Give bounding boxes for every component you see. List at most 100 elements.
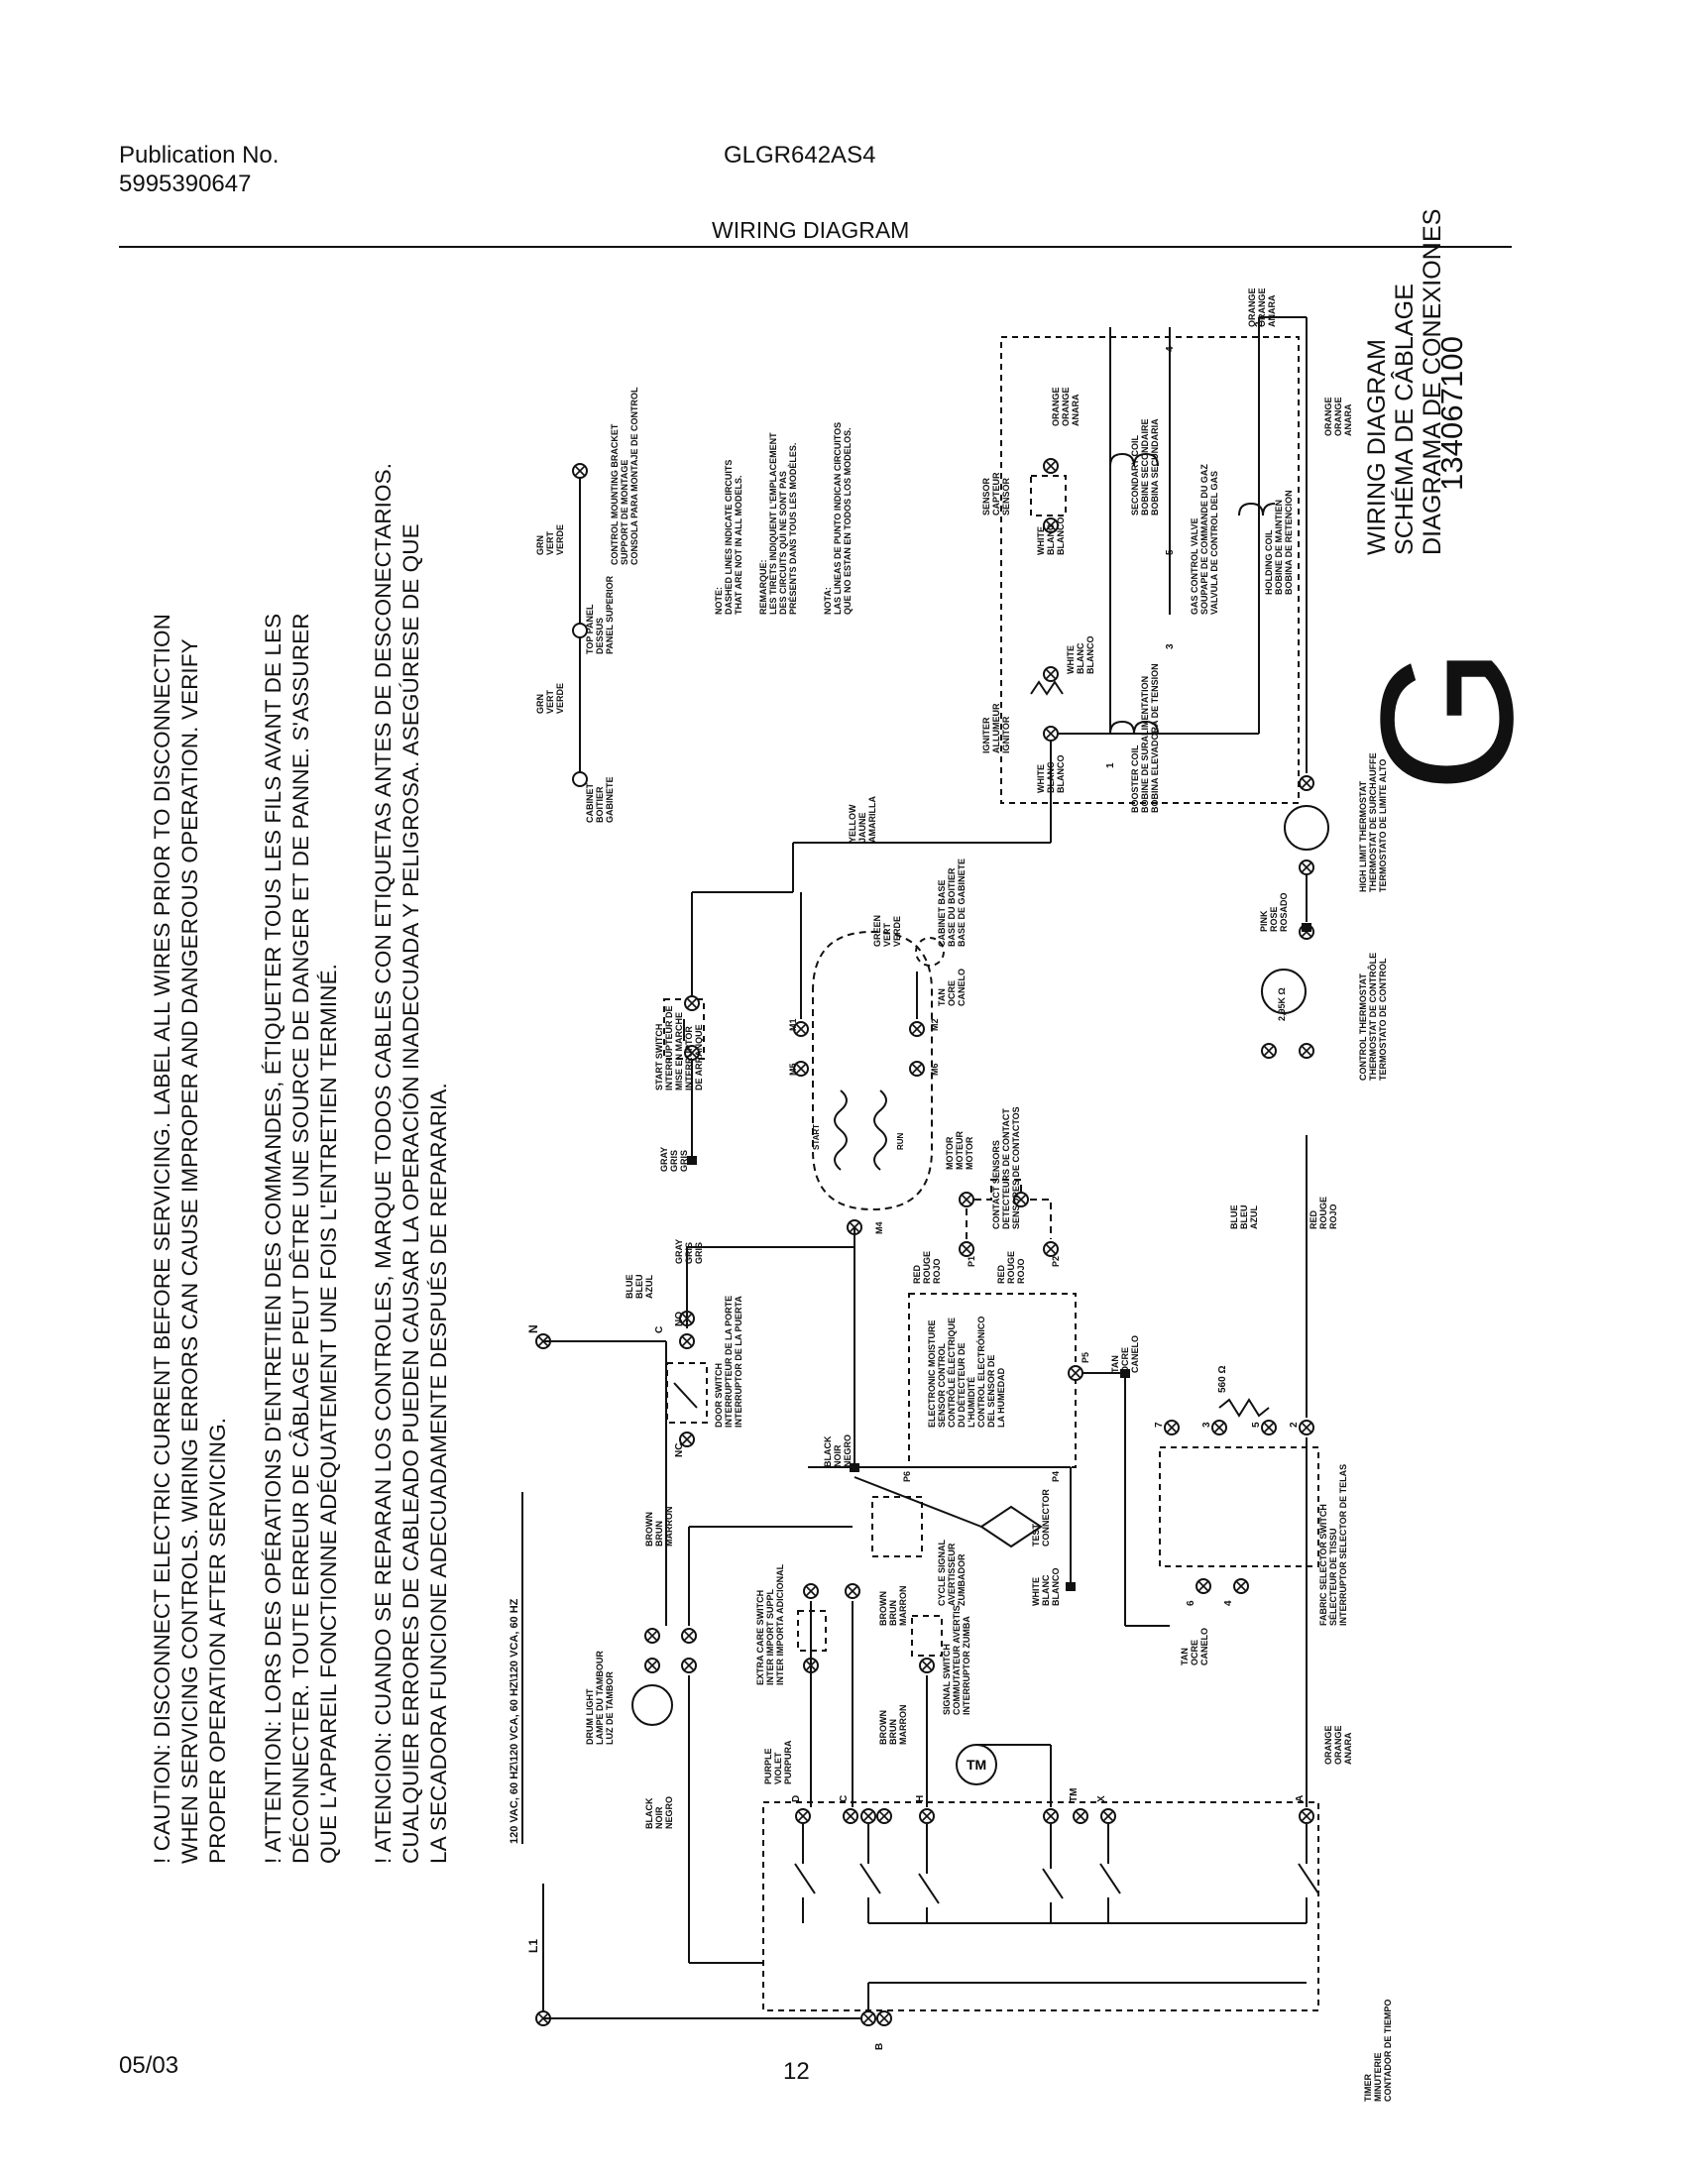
wire-white-sensor-line: BLANC bbox=[1041, 1574, 1051, 1607]
door-pin-nc-line: NC bbox=[674, 1442, 685, 1457]
fabric-pin-7: 7 bbox=[1154, 1422, 1165, 1428]
sensor-pin-p2: P2 bbox=[1051, 1256, 1061, 1267]
note-spanish-line: NOTA: bbox=[823, 587, 833, 615]
note-english-line: NOTE: bbox=[714, 587, 724, 615]
wire-red-p1-line: RED bbox=[912, 1264, 922, 1284]
wire-purple-line: PURPURA bbox=[783, 1740, 793, 1784]
fabric-selector-box bbox=[1159, 1446, 1319, 1567]
door-switch-box bbox=[666, 1362, 708, 1424]
wire-gray-door-line: GRIS bbox=[694, 1241, 704, 1264]
start-switch-label-line: DE ARRANQUE bbox=[694, 1024, 704, 1090]
start-switch-label-line: INTERRUPTOR bbox=[684, 1026, 694, 1090]
wire-red-p2-line: RED bbox=[996, 1264, 1006, 1284]
sensor-pin-p6: P6 bbox=[902, 1471, 912, 1482]
fabric-pin-2-line: 2 bbox=[1289, 1422, 1300, 1428]
wire-black-bus-line: BLACK bbox=[823, 1435, 833, 1468]
wire-tan-fabric-line: OCRE bbox=[1190, 1639, 1199, 1665]
holding-coil bbox=[1238, 502, 1276, 516]
label-l1: L1 bbox=[526, 1938, 540, 1953]
fabric-selector-label-line: SÉLECTEUR DE TISSU bbox=[1328, 1528, 1338, 1626]
caution-french-line: ! ATTENTION: LORS DES OPÉRATIONS D'ENTRE… bbox=[261, 613, 285, 1864]
top-panel-label-line: PANEL SUPERIOR bbox=[605, 575, 615, 654]
diagram-title-line: WIRING DIAGRAM bbox=[1363, 338, 1391, 555]
motor-run-winding bbox=[873, 1089, 887, 1171]
signal-switch-label-line: COMMUTATEUR AVERTIS bbox=[952, 1605, 962, 1715]
fabric-terminal-4-cross-b bbox=[1235, 1580, 1247, 1592]
door-switch-label-line: INTERRUPTOR DE LA PUERTA bbox=[734, 1296, 743, 1428]
plug-pink bbox=[1302, 923, 1311, 932]
wire-white-igniter-line: WHITE bbox=[1036, 764, 1046, 793]
sensor-terminal-p1-cross-b bbox=[961, 1243, 972, 1255]
wire-gray-start-line: GRIS bbox=[669, 1149, 679, 1172]
start-switch-top-cross-b bbox=[686, 997, 698, 1009]
fabric-terminal-5-cross-b bbox=[1263, 1422, 1275, 1433]
wire-brown-drum-line: BRUN bbox=[654, 1521, 664, 1547]
wire-black-timer-line: BLACK bbox=[644, 1797, 654, 1830]
contact-sensors-label-line: DETECTEURS DE CONTACT bbox=[1001, 1108, 1011, 1229]
wire-white-sensor-2-line: WHITE bbox=[1036, 526, 1046, 555]
wire-tan-motor-line: TAN bbox=[937, 988, 947, 1006]
cycle-signal-label-line: AVERTISSEUR bbox=[947, 1543, 957, 1606]
timer-pin-label-tm-line: TM bbox=[1069, 1787, 1080, 1802]
wire-orange-timer-line: ORANGE bbox=[1333, 1725, 1343, 1765]
supply-voltage-line: 120 VAC, 60 HZ\120 VCA, 60 HZ\120 VCA, 6… bbox=[509, 1598, 520, 1844]
wire-grn-panel-line: GRN bbox=[535, 535, 545, 555]
wire-tan-fabric-line: CANELO bbox=[1199, 1628, 1209, 1665]
page-number: 12 bbox=[783, 2058, 810, 2085]
wire-tan-p5-line: TAN bbox=[1110, 1355, 1120, 1373]
wire-gray-door-line: GRIS bbox=[684, 1241, 694, 1264]
control-bracket-label-line: SUPPORT DE MONTAGE bbox=[620, 459, 629, 565]
start-switch-label-line: START SWITCH bbox=[654, 1023, 664, 1090]
wire-white-igniter-2-line: BLANCO bbox=[1085, 635, 1095, 675]
note-english-line: DASHED LINES INDICATE CIRCUITS bbox=[724, 459, 734, 615]
high-limit-label-line: TERMOSTATO DE LIMITE ALTO bbox=[1378, 758, 1388, 892]
motor-pin-m5-line: M5 bbox=[788, 1063, 798, 1076]
timer-motor-symbol: TM bbox=[967, 1757, 986, 1773]
door-pin-no: NO bbox=[674, 1312, 685, 1326]
start-switch-box bbox=[663, 998, 705, 1060]
door-switch-label-line: INTERRUPTEUR DE LA PORTE bbox=[724, 1295, 734, 1428]
sensor-pin-p1-line: P1 bbox=[967, 1255, 976, 1267]
drum-light-bulb bbox=[631, 1684, 673, 1726]
note-french-line: REMARQUE: bbox=[758, 559, 768, 616]
booster-coil bbox=[1109, 720, 1159, 735]
secondary-coil-label-line: SECONDARY COIL bbox=[1130, 434, 1140, 516]
drum-light-terminal-top-cross-b bbox=[646, 1630, 658, 1642]
wire-blue-door-line: BLEU bbox=[634, 1274, 644, 1300]
wire-brown-timer-line: BROWN bbox=[878, 1710, 888, 1745]
wire-blue-thermo-line: BLUE bbox=[1229, 1204, 1239, 1230]
motor-start-label: START bbox=[812, 1124, 822, 1150]
note-french-line: LES TIRETS INDIQUENT L'EMPLACEMENT bbox=[768, 432, 778, 615]
wire-gray-door-line: GRAY bbox=[674, 1238, 684, 1264]
cabinet-label-line: GABINETE bbox=[605, 776, 615, 823]
caution-spanish-line: LA SECADORA FUNCIONE ADECUADAMENTE DESPU… bbox=[426, 1083, 451, 1864]
resistor-560 bbox=[1218, 1398, 1270, 1418]
contact-sensor-b-cross-b bbox=[1015, 1194, 1027, 1205]
gas-pin-4: 4 bbox=[1165, 346, 1176, 352]
fabric-pin-4-line: 4 bbox=[1223, 1600, 1234, 1606]
door-switch-nc-cross-b bbox=[681, 1433, 693, 1445]
high-limit-label-line: THERMOSTAT DE SURCHAUFFE bbox=[1368, 752, 1378, 892]
sensor-flame bbox=[1030, 475, 1067, 516]
cycle-signal-label-line: CYCLE SIGNAL bbox=[937, 1539, 947, 1606]
label-l1-line: L1 bbox=[526, 1938, 540, 1953]
control-thermostat-heater bbox=[1261, 969, 1307, 1014]
wire-orange-top-line: ORANGE bbox=[1257, 287, 1267, 327]
sensor-label-line: SENSOR bbox=[981, 477, 991, 516]
timer-terminal-d-cross-b bbox=[797, 1810, 809, 1822]
timer-pin-label-x: X bbox=[1096, 1795, 1107, 1802]
